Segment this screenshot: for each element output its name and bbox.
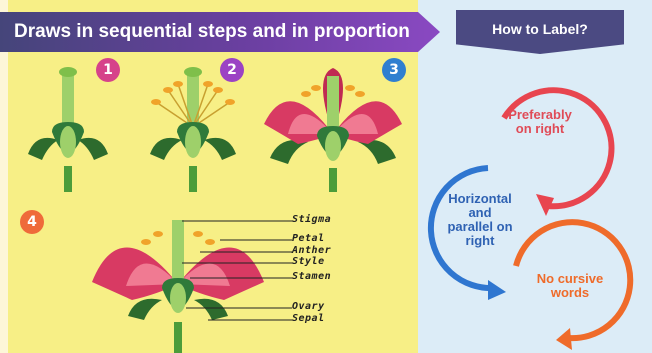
flower-step-3 <box>258 64 408 192</box>
tip-horizontal-parallel: Horizontal and parallel on right <box>430 192 530 248</box>
tip-2-line-4: right <box>430 234 530 248</box>
tip-preferably-on-right: Preferably on right <box>490 108 590 136</box>
title-banner: Draws in sequential steps and in proport… <box>0 12 440 52</box>
label-style: Style <box>292 256 325 267</box>
how-to-label-text: How to Label? <box>492 21 588 37</box>
label-petal: Petal <box>292 233 325 244</box>
tip-1-line-2: on right <box>490 122 590 136</box>
label-sepal: Sepal <box>292 313 325 324</box>
tip-2-line-3: parallel on <box>430 220 530 234</box>
tip-2-line-1: Horizontal <box>430 192 530 206</box>
tip-3-line-2: words <box>520 286 620 300</box>
flower-step-2 <box>138 62 248 192</box>
label-stamen: Stamen <box>292 271 331 282</box>
flower-step-1 <box>18 62 118 192</box>
tip-3-line-1: No cursive <box>520 272 620 286</box>
arrow-head-orange-icon <box>556 328 572 350</box>
title-text: Draws in sequential steps and in proport… <box>14 21 410 42</box>
flower-step-4-labeled <box>70 208 292 353</box>
arrow-head-blue-icon <box>488 280 506 300</box>
tip-1-line-1: Preferably <box>490 108 590 122</box>
label-ovary: Ovary <box>292 301 325 312</box>
tip-no-cursive: No cursive words <box>520 272 620 300</box>
step-4-badge: 4 <box>20 210 44 234</box>
label-stigma: Stigma <box>292 214 331 225</box>
step-4-number: 4 <box>27 214 37 230</box>
tip-2-line-2: and <box>430 206 530 220</box>
label-anther: Anther <box>292 245 331 256</box>
